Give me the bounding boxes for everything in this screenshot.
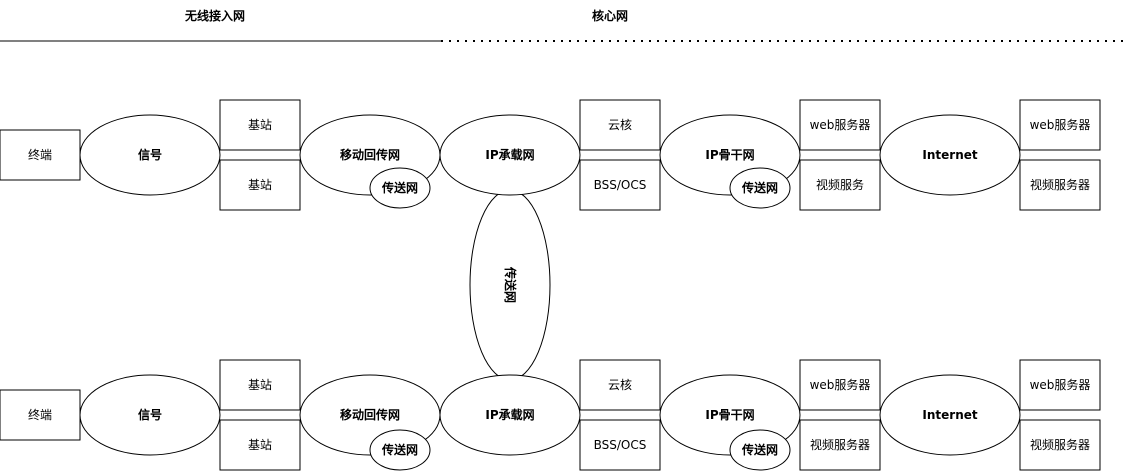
ip-bearer-label: IP承载网 (485, 147, 534, 162)
ip-backbone-label: IP骨干网 (705, 148, 754, 162)
ip-bearer-ellipse: IP承载网 (439, 114, 581, 196)
signal-ellipse: 信号 (79, 114, 221, 196)
ip-backbone-label: IP骨干网 (705, 408, 754, 422)
core-network-title: 核心网 (592, 8, 628, 23)
transport-right-label: 传送网 (741, 180, 778, 195)
web-server-right-box: web服务器 (1019, 99, 1101, 151)
terminal-box: 终端 (0, 129, 81, 181)
terminal-box: 终端 (0, 389, 81, 441)
web-server-label: web服务器 (810, 377, 871, 392)
video-server-label: 视频服务器 (1030, 177, 1090, 192)
signal-label: 信号 (138, 147, 162, 162)
ip-bearer-label: IP承载网 (485, 407, 534, 422)
vertical-transport-label: 传送网 (503, 266, 518, 303)
internet-ellipse: Internet (879, 114, 1021, 196)
base-station-label: 基站 (248, 118, 272, 132)
bss-ocs-label: BSS/OCS (594, 178, 647, 192)
cloud-core-label: 云核 (608, 118, 632, 132)
cloud-core-box: 云核 (579, 359, 661, 411)
vertical-transport-network: 传送网 (469, 189, 551, 381)
web-server-label: web服务器 (1030, 117, 1091, 132)
internet-label: Internet (922, 148, 977, 162)
transport-left-ellipse: 传送网 (369, 167, 431, 209)
signal-label: 信号 (138, 407, 162, 422)
row-top: 终端 信号 基站 基站 移动回传网 传送网 IP承载网 (0, 99, 1101, 211)
cloud-core-label: 云核 (608, 378, 632, 392)
video-server-right-box: 视频服务器 (1019, 419, 1101, 471)
web-server-label: web服务器 (810, 117, 871, 132)
transport-left-ellipse: 传送网 (369, 429, 431, 471)
transport-left-label: 传送网 (381, 442, 418, 457)
video-service-label: 视频服务 (816, 177, 864, 192)
bss-ocs-box: BSS/OCS (579, 419, 661, 471)
web-server-label: web服务器 (1030, 377, 1091, 392)
video-service-mid-box: 视频服务器 (799, 419, 881, 471)
web-server-right-box: web服务器 (1019, 359, 1101, 411)
video-server-label: 视频服务器 (1030, 437, 1090, 452)
base-station-label: 基站 (248, 178, 272, 192)
base-station-label: 基站 (248, 378, 272, 392)
transport-right-label: 传送网 (741, 442, 778, 457)
base-station-bottom-box: 基站 (219, 159, 301, 211)
video-server-right-box: 视频服务器 (1019, 159, 1101, 211)
base-station-label: 基站 (248, 438, 272, 452)
terminal-label: 终端 (28, 407, 52, 422)
cloud-core-box: 云核 (579, 99, 661, 151)
base-station-top-box: 基站 (219, 99, 301, 151)
terminal-label: 终端 (28, 147, 52, 162)
web-server-mid-box: web服务器 (799, 359, 881, 411)
radio-access-network-title: 无线接入网 (184, 8, 245, 23)
transport-right-ellipse: 传送网 (729, 429, 791, 471)
transport-right-ellipse: 传送网 (729, 167, 791, 209)
internet-label: Internet (922, 408, 977, 422)
base-station-bottom-box: 基站 (219, 419, 301, 471)
signal-ellipse: 信号 (79, 374, 221, 456)
video-service-mid-box: 视频服务 (799, 159, 881, 211)
ip-bearer-ellipse: IP承载网 (439, 374, 581, 456)
base-station-top-box: 基站 (219, 359, 301, 411)
internet-ellipse: Internet (879, 374, 1021, 456)
bss-ocs-box: BSS/OCS (579, 159, 661, 211)
video-server-label: 视频服务器 (810, 437, 870, 452)
web-server-mid-box: web服务器 (799, 99, 881, 151)
row-bottom: 终端 信号 基站 基站 移动回传网 传送网 IP承载网 云核 (0, 359, 1101, 471)
mobile-backhaul-label: 移动回传网 (340, 407, 400, 422)
bss-ocs-label: BSS/OCS (594, 438, 647, 452)
mobile-backhaul-label: 移动回传网 (340, 147, 400, 162)
transport-left-label: 传送网 (381, 180, 418, 195)
